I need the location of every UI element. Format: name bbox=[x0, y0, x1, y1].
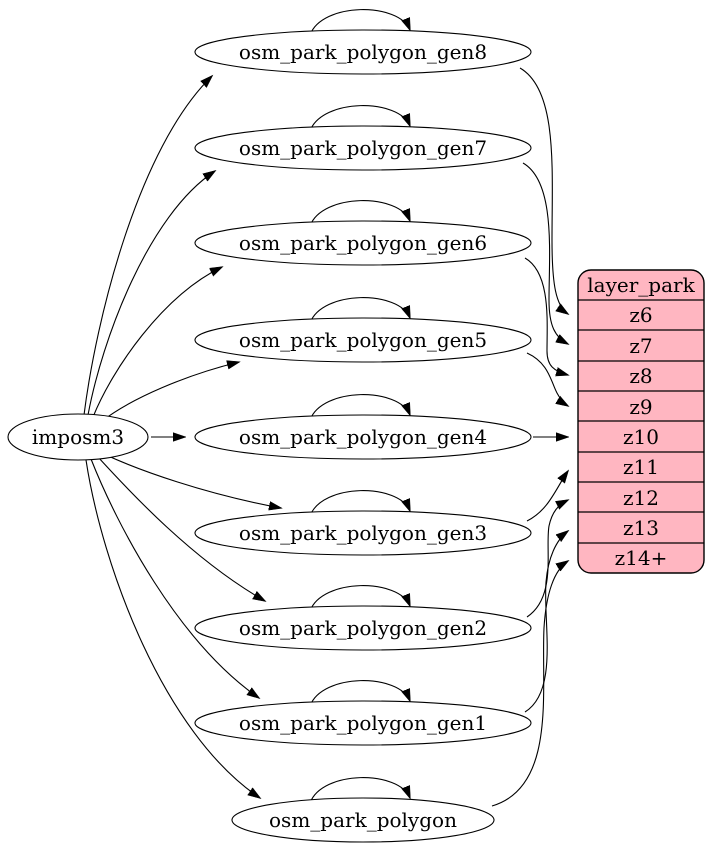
edges-to-layer bbox=[491, 67, 568, 807]
node-osm-park-polygon-gen1: osm_park_polygon_gen1 bbox=[194, 700, 532, 746]
layer-row-z14: z14+ bbox=[615, 546, 668, 570]
self-loop-gen4 bbox=[309, 394, 410, 421]
gen4-ellipse bbox=[194, 414, 532, 460]
layer-row-z10: z10 bbox=[623, 425, 659, 449]
gen1-label: osm_park_polygon_gen1 bbox=[239, 711, 487, 735]
layer-park-table: layer_park z6 z7 z8 z9 z10 z11 z12 z13 z… bbox=[577, 269, 705, 574]
edge-imposm3-gen6 bbox=[92, 267, 222, 418]
gen5-label: osm_park_polygon_gen5 bbox=[239, 328, 487, 352]
edge-imposm3-gen2 bbox=[97, 456, 265, 601]
edge-gen5-z9 bbox=[526, 352, 568, 406]
imposm3-label: imposm3 bbox=[32, 425, 124, 449]
self-loop-gen8 bbox=[309, 9, 410, 36]
edge-gen2-z12 bbox=[526, 500, 568, 618]
node-osm-park-polygon-gen3: osm_park_polygon_gen3 bbox=[194, 510, 532, 556]
edge-gen6-z8 bbox=[524, 257, 568, 375]
layer-row-z12: z12 bbox=[623, 486, 659, 510]
layer-row-z7: z7 bbox=[629, 334, 652, 358]
gen7-ellipse bbox=[194, 125, 532, 171]
self-loop-gen7 bbox=[309, 105, 410, 132]
layer-row-z13: z13 bbox=[623, 516, 659, 540]
edge-imposm3-gen1 bbox=[90, 458, 259, 698]
self-loop-gen5 bbox=[309, 297, 410, 324]
self-loop-polygon bbox=[309, 777, 410, 804]
self-loop-gen6 bbox=[309, 200, 410, 227]
self-loop-gen2 bbox=[309, 585, 410, 612]
node-osm-park-polygon-gen2: osm_park_polygon_gen2 bbox=[194, 605, 532, 651]
gen8-ellipse bbox=[194, 29, 532, 75]
edge-imposm3-gen5 bbox=[101, 362, 239, 422]
node-osm-park-polygon-gen5: osm_park_polygon_gen5 bbox=[194, 317, 532, 363]
polygon-label: osm_park_polygon bbox=[269, 808, 457, 832]
gen3-label: osm_park_polygon_gen3 bbox=[239, 521, 487, 545]
node-osm-park-polygon-gen7: osm_park_polygon_gen7 bbox=[194, 125, 532, 171]
gen5-ellipse bbox=[194, 317, 532, 363]
edge-imposm3-polygon bbox=[85, 459, 260, 798]
node-osm-park-polygon: osm_park_polygon bbox=[231, 797, 495, 843]
edge-gen1-z13 bbox=[524, 531, 568, 713]
self-loop-gen1 bbox=[309, 680, 410, 707]
edge-gen8-z6 bbox=[519, 67, 568, 314]
edge-gen3-z11 bbox=[526, 471, 568, 522]
edge-imposm3-gen3 bbox=[103, 453, 281, 508]
edge-imposm3-gen7 bbox=[87, 171, 215, 416]
self-loops bbox=[309, 9, 410, 804]
edges-from-source bbox=[83, 76, 281, 798]
gen7-label: osm_park_polygon_gen7 bbox=[239, 136, 487, 160]
node-imposm3: imposm3 bbox=[7, 413, 149, 461]
layer-row-z11: z11 bbox=[623, 455, 659, 479]
gen6-ellipse bbox=[194, 220, 532, 266]
edge-polygon-z14 bbox=[491, 561, 568, 807]
layer-row-z8: z8 bbox=[629, 364, 652, 388]
node-osm-park-polygon-gen4: osm_park_polygon_gen4 bbox=[194, 414, 532, 460]
edge-imposm3-gen8 bbox=[83, 76, 212, 416]
gen2-label: osm_park_polygon_gen2 bbox=[239, 616, 487, 640]
gen4-label: osm_park_polygon_gen4 bbox=[239, 425, 487, 449]
layer-title: layer_park bbox=[587, 273, 695, 297]
layer-row-z9: z9 bbox=[629, 395, 652, 419]
gen6-label: osm_park_polygon_gen6 bbox=[239, 231, 487, 255]
edge-gen7-z7 bbox=[522, 162, 568, 344]
polygon-ellipse bbox=[231, 797, 495, 843]
gen8-label: osm_park_polygon_gen8 bbox=[239, 40, 487, 64]
gen1-ellipse bbox=[194, 700, 532, 746]
layer-row-z6: z6 bbox=[629, 303, 652, 327]
gen3-ellipse bbox=[194, 510, 532, 556]
node-osm-park-polygon-gen6: osm_park_polygon_gen6 bbox=[194, 220, 532, 266]
imposm3-ellipse bbox=[7, 413, 149, 461]
node-osm-park-polygon-gen8: osm_park_polygon_gen8 bbox=[194, 29, 532, 75]
gen2-ellipse bbox=[194, 605, 532, 651]
self-loop-gen3 bbox=[309, 490, 410, 517]
